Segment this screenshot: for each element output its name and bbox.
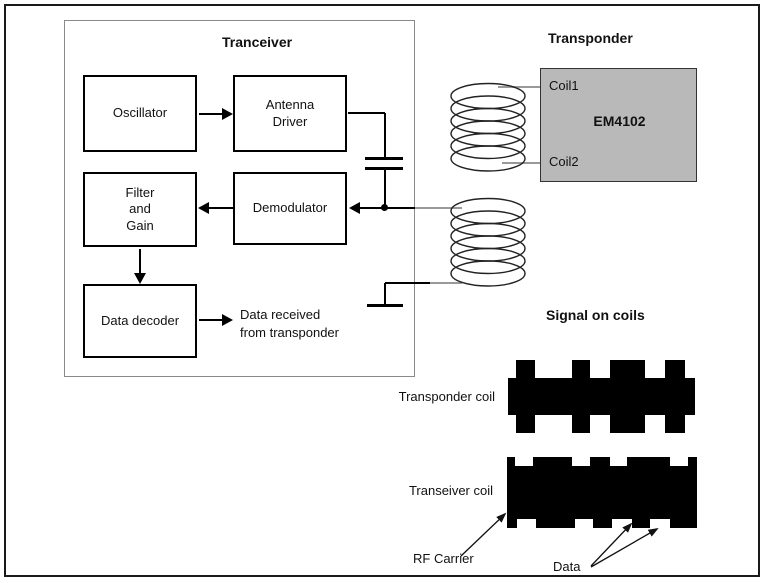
waveform-top-notch — [515, 457, 533, 466]
transponder-coil-waveform — [508, 360, 695, 433]
transceiver-coil-waveform — [507, 457, 697, 528]
transceiver-section-box — [64, 20, 415, 377]
waveform-pulse — [572, 360, 590, 433]
coil-return-wire-gray — [430, 282, 462, 284]
waveform-bottom-notch — [517, 519, 536, 528]
filter-gain-label: Filter and Gain — [125, 185, 155, 233]
transceiver-coil-waveform-label: Transeiver coil — [408, 483, 493, 498]
waveform-block — [507, 457, 697, 528]
antenna-driver-out-wire-h — [348, 112, 385, 114]
oscillator-block: Oscillator — [83, 75, 197, 152]
data-label: Data — [553, 559, 581, 574]
demodulator-label: Demodulator — [252, 200, 328, 216]
em4102-chip: Coil1 EM4102 Coil2 — [540, 68, 697, 182]
coil-return-wire-black — [385, 282, 430, 284]
transponder-coil-drawing — [450, 82, 526, 172]
capacitor-plate-bottom — [365, 167, 403, 170]
demodulator-to-filter-wire — [209, 207, 233, 209]
decoder-output-arrowhead-icon — [222, 314, 233, 326]
demodulator-input-arrowhead-icon — [349, 202, 360, 214]
antenna-driver-block: Antenna Driver — [233, 75, 347, 152]
waveform-top-notch — [670, 457, 688, 466]
junction-to-coil-wire — [415, 207, 462, 209]
coil1-pin-label: Coil1 — [549, 78, 579, 93]
transponder-coil-waveform-label: Transponder coil — [398, 389, 495, 404]
waveform-pulse — [665, 360, 685, 433]
oscillator-label: Oscillator — [112, 105, 168, 121]
antenna-driver-label: Antenna Driver — [265, 97, 315, 129]
transponder-title: Transponder — [548, 30, 633, 46]
coil2-pin-label: Coil2 — [549, 154, 579, 169]
decoder-output-text: Data received from transponder — [240, 307, 339, 340]
waveform-bottom-notch — [650, 519, 670, 528]
oscillator-to-antenna-arrowhead-icon — [222, 108, 233, 120]
capacitor-to-junction-wire — [384, 170, 386, 208]
filter-gain-block: Filter and Gain — [83, 172, 197, 247]
transceiver-title: Tranceiver — [222, 34, 293, 50]
junction-wire-black — [360, 207, 415, 209]
transponder-coil-lead-top — [498, 86, 540, 88]
waveform-top-notch — [610, 457, 627, 466]
demodulator-to-filter-arrowhead-icon — [198, 202, 209, 214]
waveform-pulse — [610, 360, 645, 433]
waveform-pulse — [516, 360, 535, 433]
waveform-bottom-notch — [612, 519, 632, 528]
transponder-coil-lead-bottom — [502, 162, 540, 164]
waveform-band — [508, 378, 695, 415]
chip-name-label: EM4102 — [593, 113, 646, 129]
antenna-driver-out-wire-v — [384, 113, 386, 158]
waveform-top-notch — [572, 457, 590, 466]
data-arrow-1-icon — [590, 522, 633, 567]
data-decoder-label: Data decoder — [100, 312, 180, 328]
capacitor-plate-top — [365, 157, 403, 160]
decoder-output-wire — [199, 319, 223, 321]
ground-symbol — [367, 304, 403, 307]
filter-to-decoder-wire — [139, 249, 141, 274]
transceiver-coil-drawing — [450, 197, 526, 287]
demodulator-block: Demodulator — [233, 172, 347, 245]
data-arrow-2-icon — [590, 528, 659, 568]
waveform-bottom-notch — [575, 519, 593, 528]
filter-to-decoder-arrowhead-icon — [134, 273, 146, 284]
rf-carrier-arrow-icon — [460, 512, 507, 557]
oscillator-to-antenna-wire — [199, 113, 225, 115]
ground-wire-v — [384, 283, 386, 304]
signal-section-title: Signal on coils — [546, 307, 645, 323]
rf-carrier-label: RF Carrier — [413, 551, 474, 566]
figure-border — [4, 4, 760, 577]
data-decoder-block: Data decoder — [83, 284, 197, 358]
